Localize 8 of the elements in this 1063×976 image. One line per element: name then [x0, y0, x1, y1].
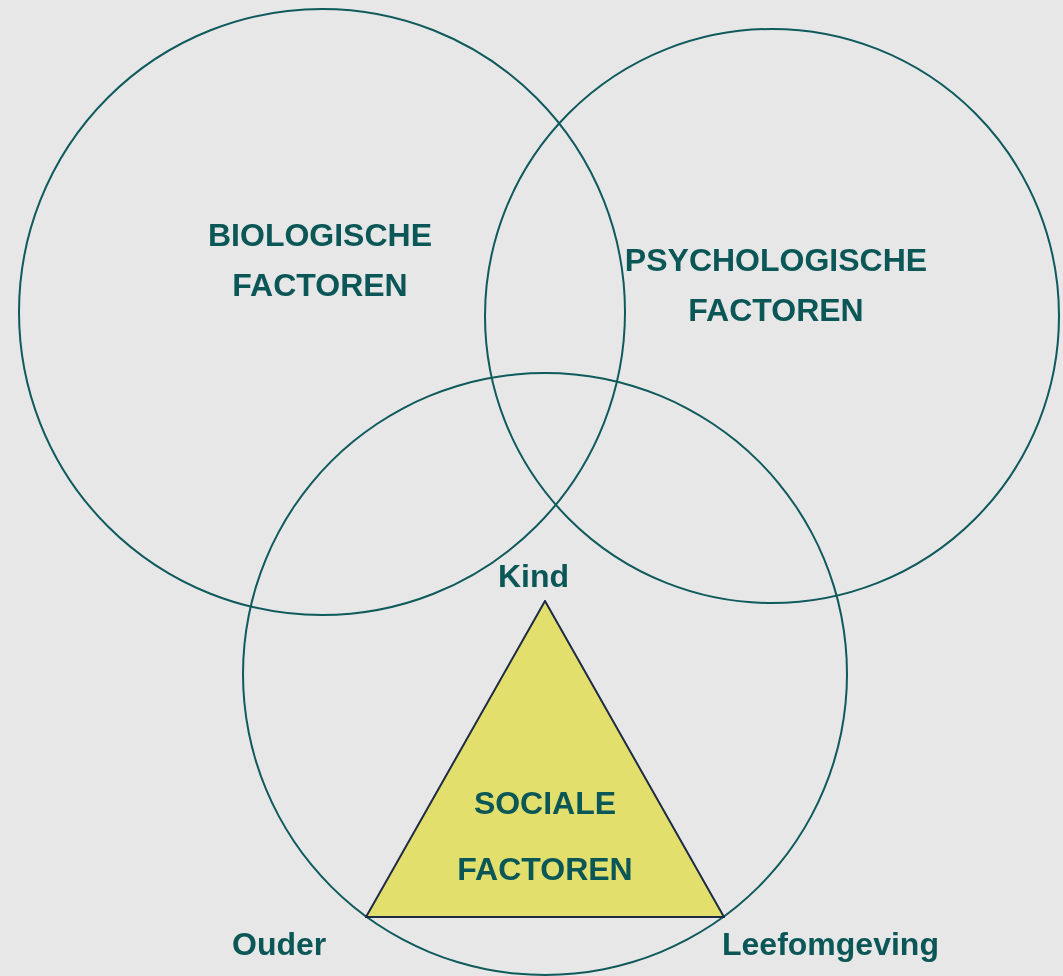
venn-circle	[484, 28, 1060, 604]
corner-label: Kind	[498, 558, 570, 595]
circle-label: BIOLOGISCHE FACTOREN	[207, 216, 433, 305]
corner-label: Ouder	[232, 926, 327, 963]
corner-label: Leefomgeving	[722, 926, 939, 963]
triangle-label: SOCIALE FACTOREN	[456, 784, 634, 889]
circle-label: PSYCHOLOGISCHE FACTOREN	[623, 241, 929, 330]
triangle-shape	[365, 600, 725, 918]
